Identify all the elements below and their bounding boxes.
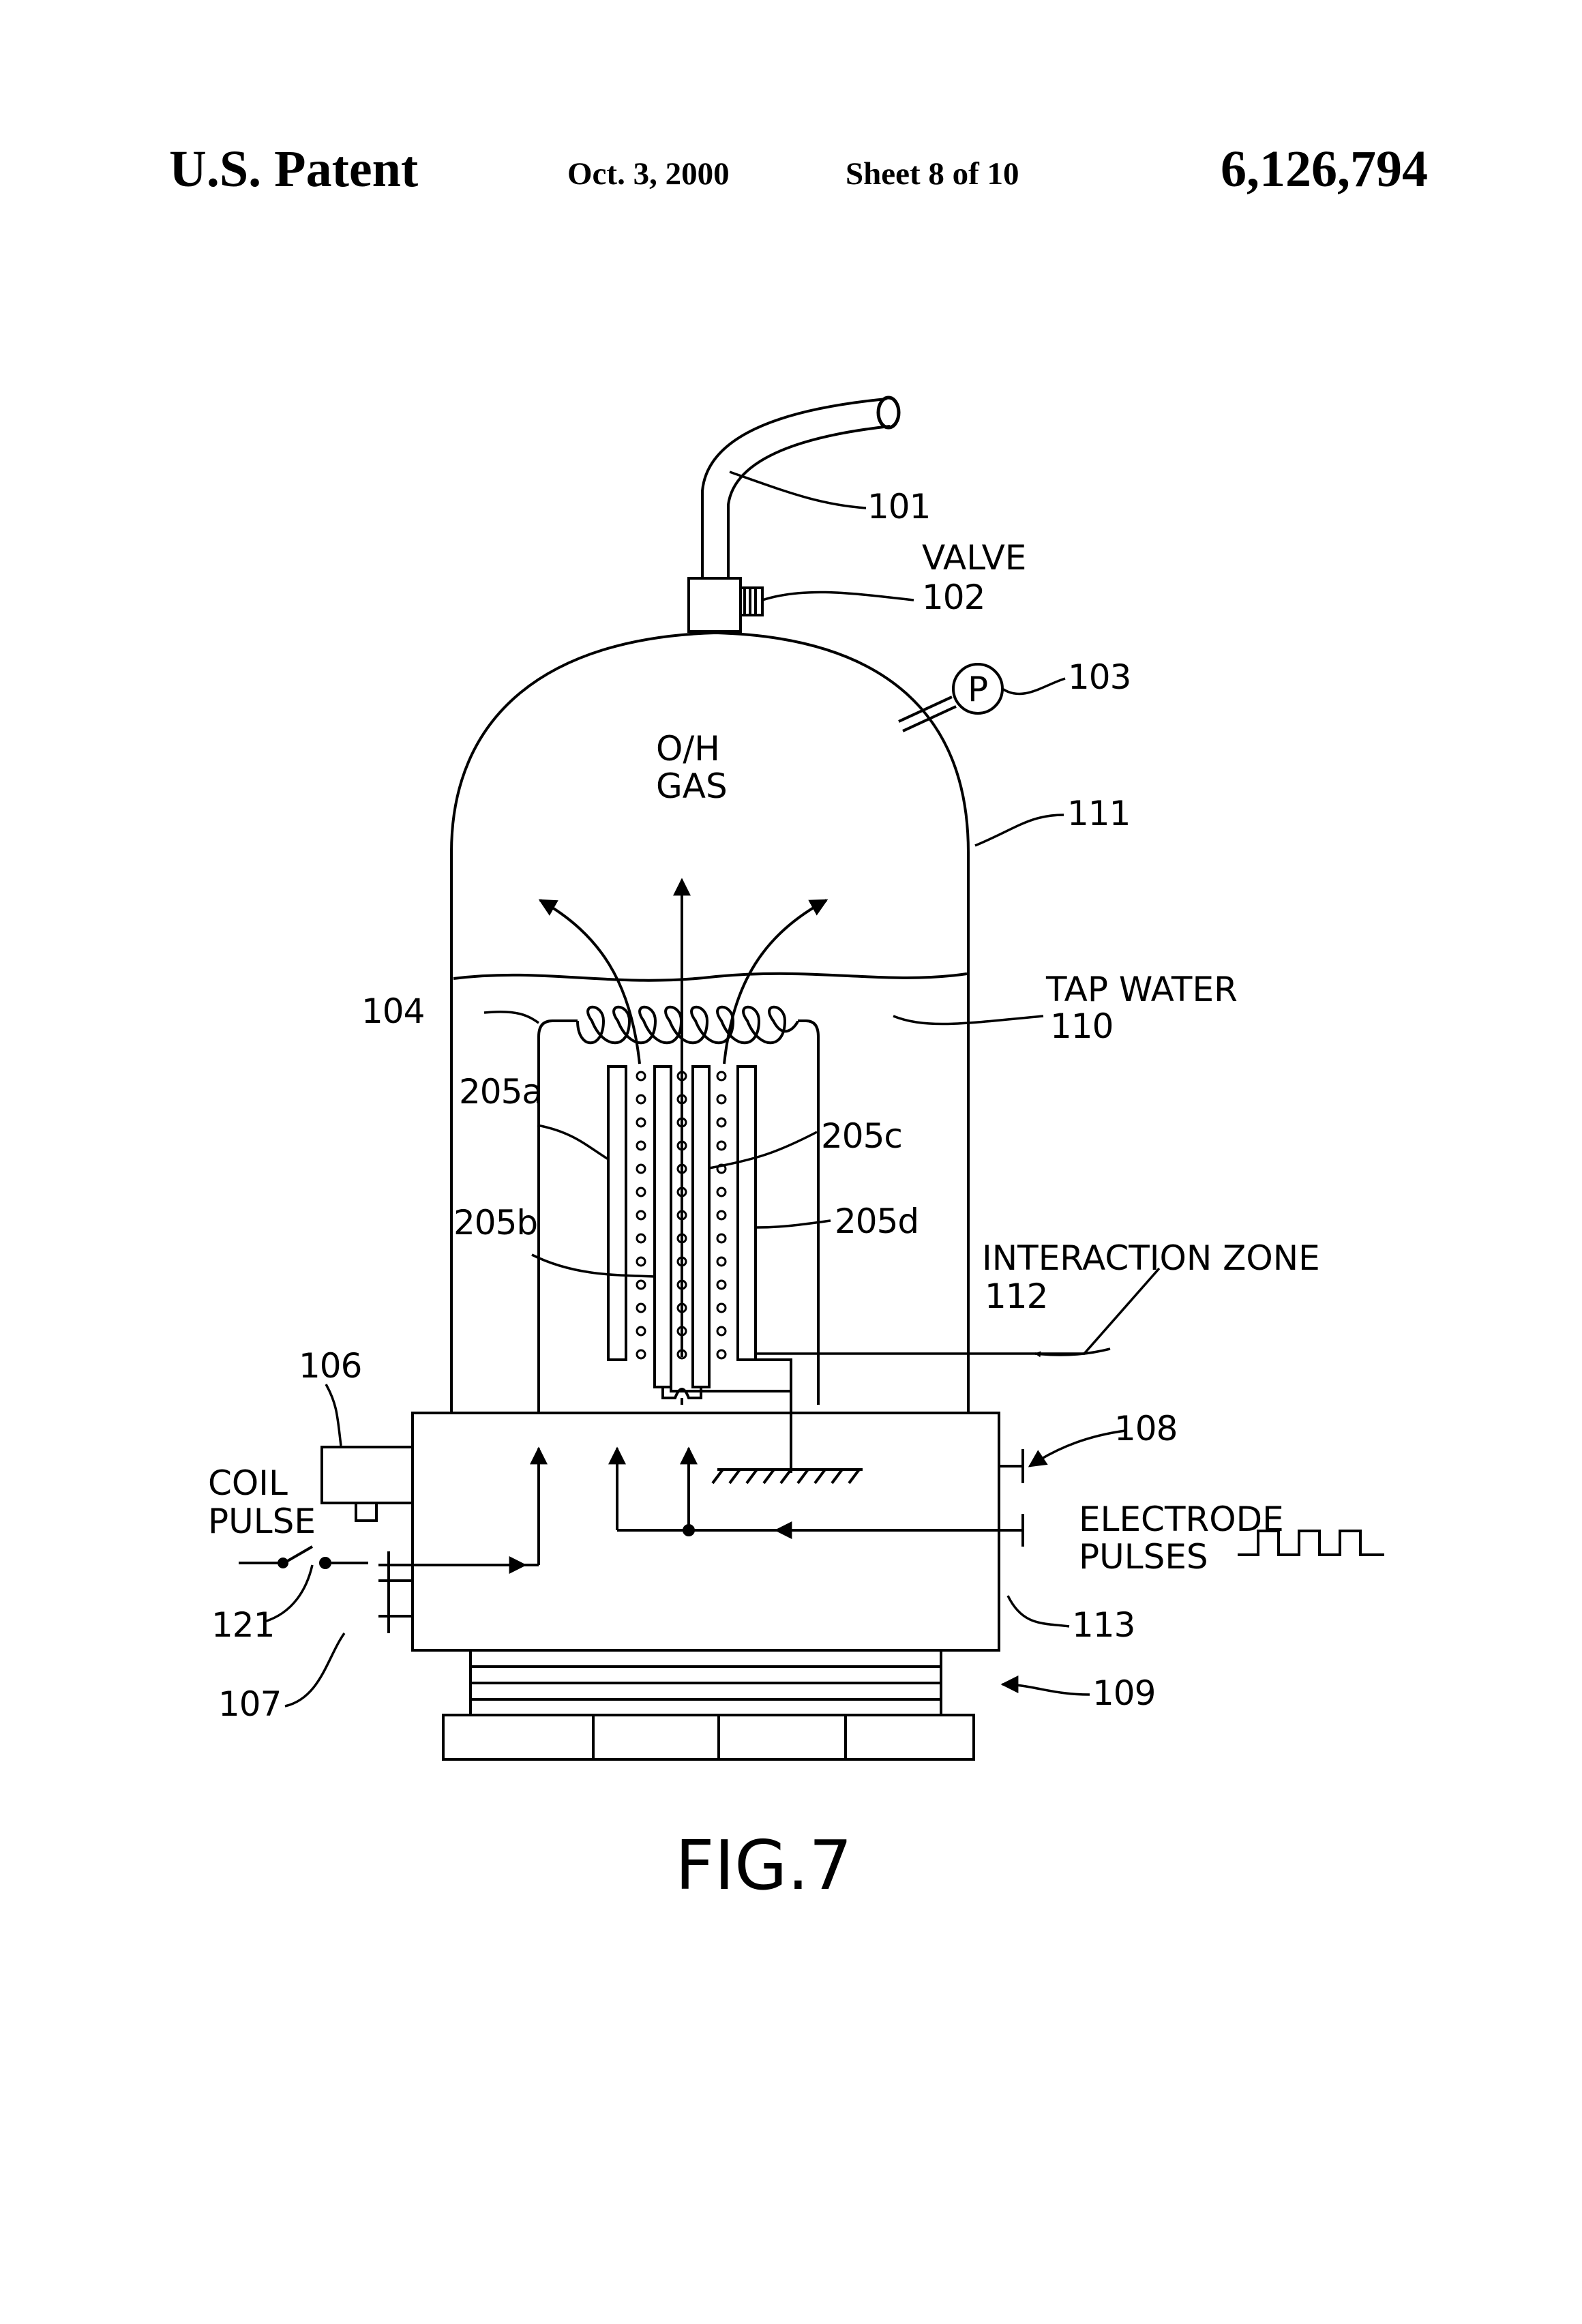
gas-flow-arrows xyxy=(540,880,826,1357)
electrode-205d xyxy=(738,1067,756,1360)
electrode-205c xyxy=(693,1067,709,1387)
label-109: 109 xyxy=(1092,1673,1155,1713)
electrode-205a xyxy=(608,1067,626,1360)
leader-lines xyxy=(265,472,1159,1706)
valve xyxy=(689,578,762,631)
label-102: 102 xyxy=(922,578,985,617)
water-surface xyxy=(453,974,967,981)
electrode-205b xyxy=(655,1067,671,1387)
label-pulse: PULSE xyxy=(208,1502,316,1541)
label-106: 106 xyxy=(299,1346,361,1386)
label-interaction-zone: INTERACTION ZONE xyxy=(982,1238,1320,1278)
label-205b: 205b xyxy=(453,1203,537,1242)
label-111: 111 xyxy=(1067,794,1130,833)
label-tap-water: TAP WATER xyxy=(1045,970,1238,1009)
label-121: 121 xyxy=(211,1605,274,1645)
pressure-symbol: P xyxy=(968,670,988,709)
label-205d: 205d xyxy=(835,1202,919,1241)
label-valve: VALVE xyxy=(922,538,1026,578)
label-104: 104 xyxy=(361,992,424,1031)
label-108: 108 xyxy=(1114,1409,1177,1448)
label-113: 113 xyxy=(1072,1605,1135,1645)
label-103: 103 xyxy=(1068,657,1131,697)
figure-caption: FIG.7 xyxy=(675,1826,852,1905)
stand xyxy=(443,1650,974,1759)
label-gas-line2: GAS xyxy=(656,766,728,806)
label-107: 107 xyxy=(218,1684,281,1724)
label-205a: 205a xyxy=(459,1072,542,1112)
label-101: 101 xyxy=(867,487,930,526)
coil-pulse-box xyxy=(322,1447,413,1521)
label-coil: COIL xyxy=(208,1463,288,1503)
label-110: 110 xyxy=(1050,1007,1113,1046)
label-electrode: ELECTRODE xyxy=(1079,1500,1284,1539)
label-112: 112 xyxy=(985,1277,1047,1316)
label-gas-line1: O/H xyxy=(656,729,720,769)
electrode-feed-wires xyxy=(617,1448,1017,1535)
coil-feed-wire xyxy=(279,1448,539,1567)
terminal-107 xyxy=(378,1551,413,1633)
label-205c: 205c xyxy=(821,1116,902,1156)
terminal-108 xyxy=(999,1449,1023,1547)
label-pulses: PULSES xyxy=(1079,1537,1208,1577)
